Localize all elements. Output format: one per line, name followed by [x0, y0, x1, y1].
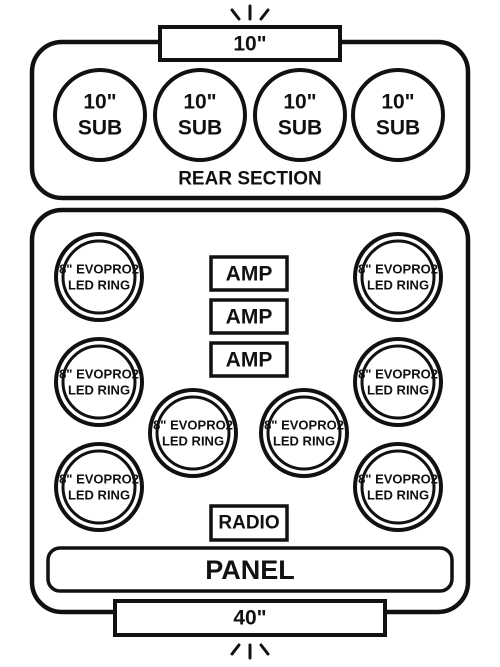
sub-1: 10" SUB [53, 68, 147, 162]
bottom-bar: 40" [113, 599, 387, 637]
speaker-center-right: 8" EVOPRO2 LED RING [259, 388, 349, 478]
amp-label: AMP [226, 263, 273, 286]
speaker-label-line1: 8" EVOPRO2 [59, 367, 139, 382]
speaker-label-line1: 8" EVOPRO2 [358, 367, 438, 382]
speaker-label-line2: LED RING [68, 278, 130, 293]
speaker-label-line1: 8" EVOPRO2 [358, 472, 438, 487]
sub-label-line1: 10" [83, 91, 116, 114]
top-speaker-label: 10" [233, 33, 266, 56]
radio-label: RADIO [218, 513, 279, 534]
speaker-right-3: 8" EVOPRO2 LED RING [353, 442, 443, 532]
bottom-sparkle-icon [230, 643, 270, 660]
speaker-label-line2: LED RING [68, 383, 130, 398]
rear-section-label: REAR SECTION [178, 169, 322, 190]
top-sparkle-icon [230, 4, 270, 21]
speaker-label-line1: 8" EVOPRO2 [153, 418, 233, 433]
amp-label: AMP [226, 349, 273, 372]
radio-box: RADIO [209, 504, 289, 542]
speaker-left-3: 8" EVOPRO2 LED RING [54, 442, 144, 532]
sub-4: 10" SUB [351, 68, 445, 162]
amp-3: AMP [209, 341, 289, 378]
speaker-label-line1: 8" EVOPRO2 [358, 262, 438, 277]
speaker-label-line2: LED RING [162, 434, 224, 449]
amp-1: AMP [209, 255, 289, 292]
sub-label-line2: SUB [178, 117, 222, 140]
speaker-label-line1: 8" EVOPRO2 [59, 262, 139, 277]
panel-box: PANEL [46, 546, 454, 593]
speaker-label-line1: 8" EVOPRO2 [59, 472, 139, 487]
sub-label-line2: SUB [278, 117, 322, 140]
speaker-label-line2: LED RING [273, 434, 335, 449]
speaker-label-line2: LED RING [367, 278, 429, 293]
top-speaker-bar: 10" [158, 25, 342, 62]
sub-label-line1: 10" [283, 91, 316, 114]
speaker-label-line2: LED RING [367, 383, 429, 398]
sub-3: 10" SUB [253, 68, 347, 162]
panel-label: PANEL [205, 555, 295, 585]
bottom-bar-label: 40" [233, 607, 266, 630]
speaker-center-left: 8" EVOPRO2 LED RING [148, 388, 238, 478]
speaker-label-line1: 8" EVOPRO2 [264, 418, 344, 433]
amp-label: AMP [226, 306, 273, 329]
sub-label-line1: 10" [381, 91, 414, 114]
speaker-right-2: 8" EVOPRO2 LED RING [353, 337, 443, 427]
sub-label-line2: SUB [376, 117, 420, 140]
speaker-left-2: 8" EVOPRO2 LED RING [54, 337, 144, 427]
speaker-label-line2: LED RING [367, 488, 429, 503]
speaker-left-1: 8" EVOPRO2 LED RING [54, 232, 144, 322]
sub-label-line1: 10" [183, 91, 216, 114]
sub-label-line2: SUB [78, 117, 122, 140]
sub-2: 10" SUB [153, 68, 247, 162]
speaker-label-line2: LED RING [68, 488, 130, 503]
amp-2: AMP [209, 298, 289, 335]
speaker-right-1: 8" EVOPRO2 LED RING [353, 232, 443, 322]
